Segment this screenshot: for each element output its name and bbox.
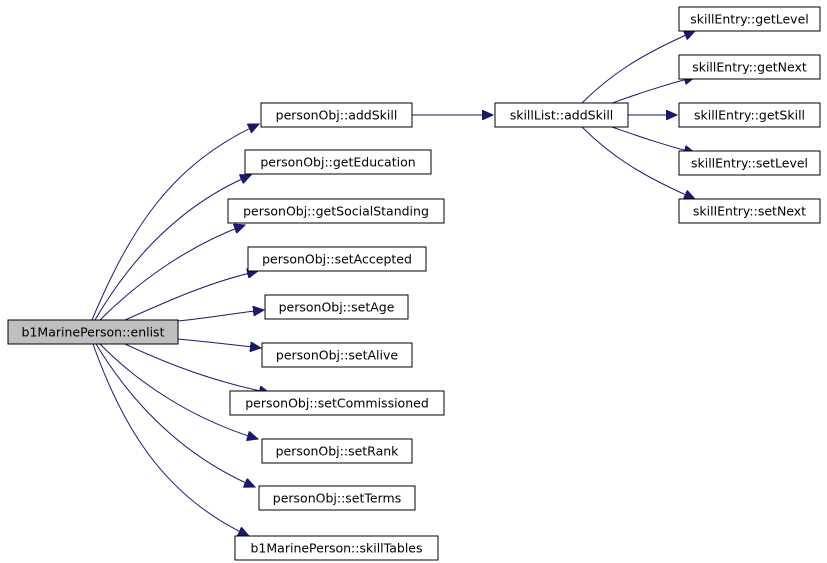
node-label: personObj::setCommissioned [245,396,429,411]
edges [91,31,695,536]
node-label: skillEntry::setLevel [691,156,808,171]
edge-listaddskill-getlevel [581,31,695,104]
node-label: skillEntry::getSkill [694,108,805,123]
node-callee-setterms[interactable]: personObj::setTerms [258,485,416,511]
edge-listaddskill-setlevel [611,126,695,153]
node-label: skillEntry::setNext [693,204,806,219]
node-callee-setrank[interactable]: personObj::setRank [261,438,413,464]
node-label: personObj::getSocialStanding [243,204,429,219]
edge-enlist-setalive [177,338,261,348]
node-callee-skilltables[interactable]: b1MarinePerson::skillTables [234,535,439,561]
node-label: skillEntry::getLevel [690,12,808,27]
node-label: personObj::addSkill [276,108,398,123]
node-callee-setcommissioned[interactable]: personObj::setCommissioned [229,390,445,416]
edge-enlist-geteducation [94,175,251,321]
node-label: personObj::setTerms [273,491,401,506]
node-root-label: b1MarinePerson::enlist [22,325,165,340]
node-label: personObj::getEducation [260,155,415,170]
node-callee-setage[interactable]: personObj::setAge [264,294,409,320]
node-label: personObj::setAccepted [262,252,412,267]
node-leaf-setnext[interactable]: skillEntry::setNext [678,198,821,224]
node-callee-setalive[interactable]: personObj::setAlive [261,342,413,368]
node-label: personObj::setAlive [276,348,399,363]
node-mid-skilllist-addskill[interactable]: skillList::addSkill [494,102,629,128]
node-callee-addskill[interactable]: personObj::addSkill [260,102,413,128]
edge-listaddskill-setnext [581,126,695,199]
edge-enlist-skilltables [92,343,249,536]
node-callee-setaccepted[interactable]: personObj::setAccepted [247,246,427,272]
edge-enlist-setterms [95,343,255,487]
node-leaf-setlevel[interactable]: skillEntry::setLevel [678,150,821,176]
node-label: b1MarinePerson::skillTables [251,541,423,556]
node-callee-getsocialstanding[interactable]: personObj::getSocialStanding [227,198,445,224]
node-label: skillEntry::getNext [692,60,807,75]
node-root[interactable]: b1MarinePerson::enlist [7,319,179,345]
edge-enlist-getsocialstanding [99,225,245,321]
edge-enlist-addskill [91,124,259,321]
node-leaf-getskill[interactable]: skillEntry::getSkill [678,102,821,128]
node-callee-geteducation[interactable]: personObj::getEducation [244,149,432,175]
node-leaf-getlevel[interactable]: skillEntry::getLevel [678,6,821,32]
node-label: personObj::setAge [279,300,395,315]
node-label: skillList::addSkill [510,108,614,123]
edge-enlist-setaccepted [124,271,258,321]
node-leaf-getnext[interactable]: skillEntry::getNext [678,54,821,80]
edge-listaddskill-getnext [611,77,695,104]
edge-enlist-setage [177,310,264,322]
edge-enlist-setrank [99,343,258,439]
edge-enlist-setcommissioned [124,343,270,393]
node-label: personObj::setRank [276,444,400,459]
